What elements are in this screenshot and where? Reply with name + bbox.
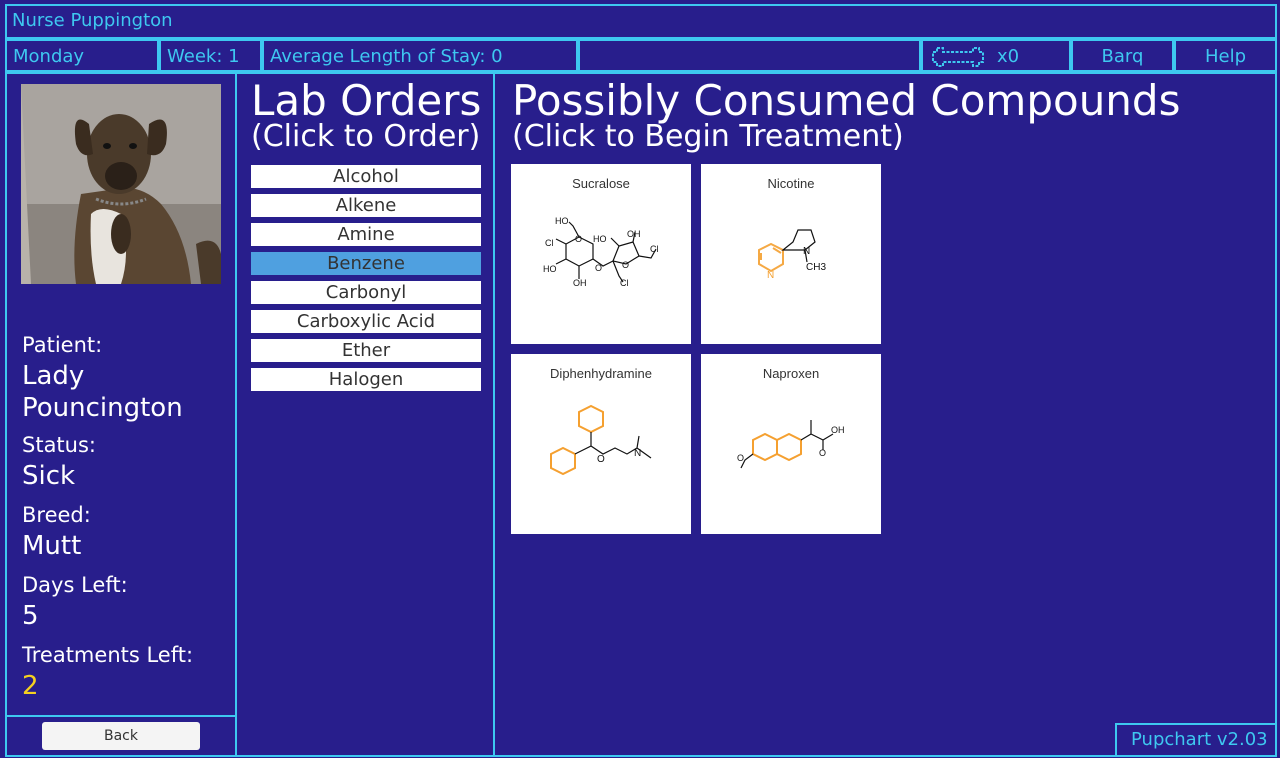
lab-order-amine[interactable]: Amine — [251, 223, 481, 246]
title-bar — [5, 4, 1277, 39]
day-label: Monday — [5, 39, 159, 72]
nicotine-atom-n-pyridine: N — [767, 270, 774, 281]
compound-name: Nicotine — [767, 176, 815, 191]
sucralose-atom-o-1: O — [575, 234, 582, 244]
naproxen-atom-oh: OH — [831, 425, 845, 435]
bone-counter: x0 — [921, 39, 1071, 72]
compound-card-sucralose[interactable]: Sucralose HO Cl HO OH HO OH Cl Cl O O O — [511, 164, 691, 344]
compound-name: Diphenhydramine — [550, 366, 652, 381]
compound-name: Naproxen — [762, 366, 820, 381]
breed-label: Breed: — [22, 503, 91, 527]
sucralose-atom-cl-1: Cl — [545, 238, 554, 248]
sucralose-atom-o-3: O — [622, 260, 629, 270]
days-left-value: 5 — [22, 601, 39, 631]
compound-card-diphenhydramine[interactable]: Diphenhydramine O N — [511, 354, 691, 534]
naproxen-atom-o-methoxy: O — [737, 453, 744, 463]
app-title: Nurse Puppington — [12, 10, 173, 31]
status-value: Sick — [22, 461, 76, 491]
lab-order-alcohol[interactable]: Alcohol — [251, 165, 481, 188]
back-button[interactable]: Back — [42, 722, 200, 750]
help-button[interactable]: Help — [1174, 39, 1277, 72]
patient-name-line2: Pouncington — [22, 393, 183, 423]
diphenhydramine-atom-o: O — [597, 454, 605, 465]
version-label: Pupchart v2.03 — [1131, 729, 1268, 750]
compounds-subtitle: (Click to Begin Treatment) — [512, 119, 904, 154]
compounds-title: Possibly Consumed Compounds — [512, 76, 1181, 125]
sucralose-atom-oh-1: OH — [627, 229, 641, 239]
nicotine-structure: N N CH3 — [758, 229, 826, 281]
sucralose-atom-cl-2: Cl — [650, 244, 659, 254]
dog-photo — [21, 84, 221, 284]
barq-button[interactable]: Barq — [1071, 39, 1174, 72]
compound-card-nicotine[interactable]: Nicotine N N CH3 — [701, 164, 881, 344]
lab-order-benzene[interactable]: Benzene — [251, 252, 481, 275]
sucralose-atom-o-2: O — [595, 263, 602, 273]
avg-stay-label: Average Length of Stay: 0 — [262, 39, 578, 72]
lab-title: Lab Orders — [251, 76, 482, 125]
sucralose-structure: HO Cl HO OH HO OH Cl Cl O O O — [543, 216, 659, 288]
version-box — [1115, 723, 1277, 757]
lab-order-halogen[interactable]: Halogen — [251, 368, 481, 391]
breed-value: Mutt — [22, 531, 82, 561]
treatments-left-label: Treatments Left: — [22, 643, 194, 667]
lab-order-ether[interactable]: Ether — [251, 339, 481, 362]
naproxen-structure: OH O O — [737, 420, 845, 469]
patient-name-line1: Lady — [22, 361, 85, 391]
bone-icon — [929, 44, 987, 75]
lab-order-alkene[interactable]: Alkene — [251, 194, 481, 217]
lab-order-carboxylic-acid[interactable]: Carboxylic Acid — [251, 310, 481, 333]
nicotine-atom-n-pyrrolidine: N — [803, 246, 810, 257]
compounds-panel — [493, 72, 1277, 757]
sucralose-atom-ho-3: HO — [543, 264, 557, 274]
week-label: Week: 1 — [159, 39, 262, 72]
sucralose-atom-cl-3: Cl — [620, 278, 629, 288]
lab-order-carbonyl[interactable]: Carbonyl — [251, 281, 481, 304]
days-left-label: Days Left: — [22, 573, 128, 597]
bone-count: x0 — [997, 46, 1020, 67]
sucralose-atom-oh-2: OH — [573, 278, 587, 288]
status-label: Status: — [22, 433, 96, 457]
header-spacer — [578, 39, 921, 72]
naproxen-atom-o-carbonyl: O — [819, 448, 826, 458]
diphenhydramine-atom-n: N — [634, 448, 641, 459]
compound-name: Sucralose — [572, 176, 630, 191]
compound-card-naproxen[interactable]: Naproxen OH O O — [701, 354, 881, 534]
lab-subtitle: (Click to Order) — [251, 119, 481, 154]
sucralose-atom-ho-1: HO — [555, 216, 569, 226]
patient-label: Patient: — [22, 333, 103, 357]
nicotine-atom-ch3: CH3 — [806, 262, 826, 273]
treatments-left-value: 2 — [22, 671, 39, 701]
sucralose-atom-ho-2: HO — [593, 234, 607, 244]
diphenhydramine-structure: O N — [550, 404, 652, 476]
